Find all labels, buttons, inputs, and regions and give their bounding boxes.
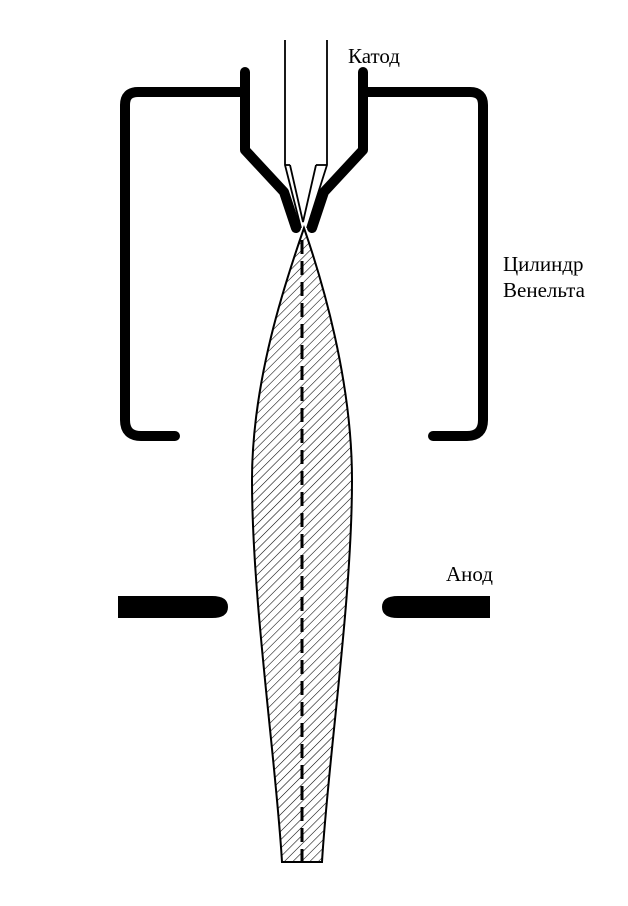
wehnelt-label-line2: Венельта: [503, 278, 586, 302]
cathode-label: Катод: [348, 44, 400, 68]
wehnelt-cylinder-left: [120, 67, 301, 441]
wehnelt-label-line1: Цилиндр: [503, 252, 584, 276]
wehnelt-cylinder-right: [307, 67, 488, 441]
anode-plate-right: [382, 596, 490, 618]
anode-plate-left: [118, 596, 228, 618]
cathode-filament: [284, 40, 328, 229]
anode-label: Анод: [446, 562, 493, 586]
